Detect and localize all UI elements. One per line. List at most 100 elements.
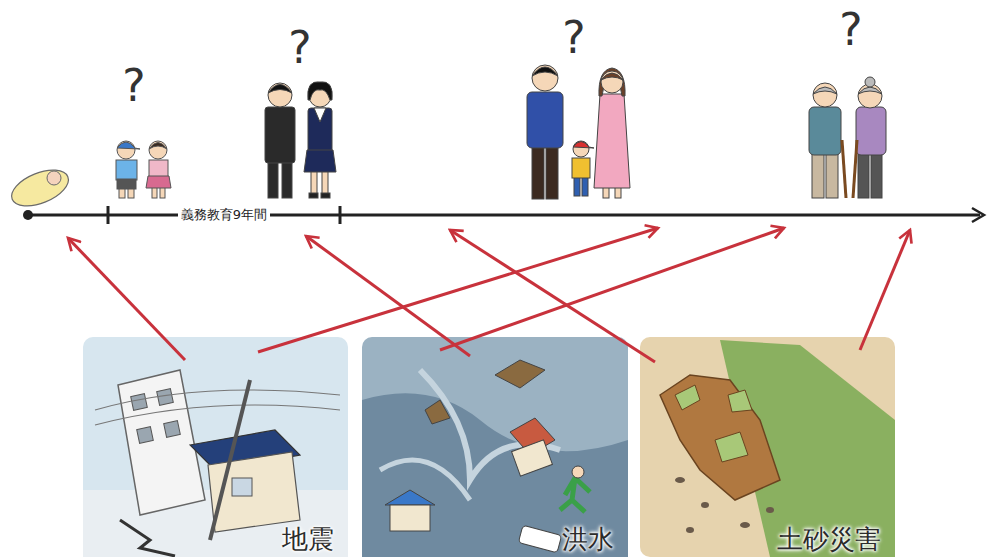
flood-picture-part [380, 460, 470, 500]
elderly-figures-part [871, 152, 882, 198]
timeline-part [972, 208, 984, 222]
student-figures-part [309, 193, 318, 198]
timeline-part [107, 206, 110, 224]
red-arrows-part [306, 236, 470, 356]
timeline-part [339, 206, 342, 224]
family-figures-part [572, 158, 590, 178]
landslide-picture-part [675, 385, 700, 410]
earthquake-picture-part [95, 405, 340, 425]
earthquake-picture-part [118, 370, 205, 515]
landslide-picture-part [728, 390, 752, 412]
earthquake-picture-part [232, 478, 252, 496]
family-figures-part [599, 68, 625, 96]
family-figures-part [574, 176, 580, 196]
children-figures-part [117, 179, 136, 189]
landslide-picture-part [675, 477, 774, 533]
flood-picture-part [390, 505, 430, 531]
landslide-picture-part-part [701, 502, 709, 508]
disaster-name: 地震 [282, 525, 334, 554]
student-figures-part [268, 83, 292, 107]
children-figures-part [146, 176, 171, 188]
landslide-panel: 土砂災害 [640, 337, 895, 557]
question-mark: ? [288, 24, 311, 72]
earthquake-panel: 地震 [83, 337, 348, 557]
elderly-figures-part [865, 77, 875, 87]
question-mark: ? [562, 14, 585, 62]
family-figures [527, 65, 630, 199]
landslide-picture-part [715, 432, 748, 462]
disaster-name: 土砂災害 [777, 525, 881, 554]
earthquake-picture-part [83, 337, 348, 557]
red-arrows-part [440, 228, 784, 350]
student-figures-part [311, 170, 317, 194]
baby-figure-part [7, 163, 74, 213]
earthquake-picture-part-part [137, 427, 154, 444]
baby-figure-part [47, 171, 61, 185]
family-figures-part [546, 145, 558, 199]
elderly-figures-part [858, 84, 882, 108]
earthquake-picture-part [120, 520, 175, 556]
baby-figure [7, 163, 74, 213]
children-figures-part [149, 141, 167, 159]
elderly-figures-part [809, 107, 841, 155]
landslide-picture-part-part [686, 527, 694, 533]
family-figures-part [601, 71, 623, 93]
elderly-figures-part [842, 140, 846, 198]
elderly-figures-part [813, 87, 837, 94]
student-figures-part [282, 160, 292, 198]
period-label: 義務教育9年間 [178, 208, 270, 222]
landslide-picture-part [660, 375, 780, 500]
earthquake-picture-part-part [131, 394, 148, 411]
student-figures-part [321, 193, 330, 198]
children-figures-part [116, 160, 137, 180]
earthquake-picture-part-part [157, 389, 174, 406]
student-figures-part [304, 150, 336, 172]
timeline-part [23, 210, 33, 220]
children-figures [116, 141, 171, 198]
elderly-figures-part [858, 87, 882, 94]
question-mark: ? [839, 6, 862, 54]
flood-picture-part [495, 360, 545, 388]
red-arrows-part [450, 230, 655, 362]
flood-picture-part [420, 370, 560, 480]
flood-picture-part [512, 440, 553, 476]
elderly-figures-part [812, 152, 824, 198]
family-figures-part [594, 94, 630, 188]
red-arrows-part [68, 238, 185, 360]
landslide-picture [640, 337, 895, 557]
disaster-name: 洪水 [562, 525, 614, 554]
earthquake-picture-part [210, 380, 250, 540]
flood-picture-part [572, 466, 584, 478]
family-figures-part [532, 65, 558, 91]
children-figures-part [149, 160, 168, 177]
family-figures-part [532, 67, 558, 76]
family-figures-part [601, 73, 623, 80]
children-figures-part [149, 143, 167, 150]
student-figures-part [308, 108, 332, 153]
landslide-picture-part-part [740, 522, 750, 528]
elderly-figures-part [853, 140, 857, 198]
landslide-picture-part-part [675, 477, 685, 483]
student-figures-part [322, 170, 328, 194]
family-figures-part [573, 142, 594, 149]
elderly-figures-part [826, 152, 838, 198]
flood-panel: 洪水 [362, 337, 628, 557]
student-figures-part [314, 108, 326, 122]
elderly-figures-part [813, 83, 837, 107]
student-figures-part [265, 107, 295, 163]
landslide-picture-part [640, 337, 895, 557]
family-figures-part [532, 145, 544, 199]
flood-picture [362, 337, 628, 557]
timeline-part [28, 214, 980, 217]
flood-picture-part [560, 478, 590, 512]
student-figures-part [268, 160, 278, 198]
flood-picture-part [362, 337, 628, 557]
elderly-figures-part [856, 107, 886, 155]
timeline [23, 206, 984, 224]
earthquake-picture-part-part [164, 421, 181, 438]
family-figures-part [527, 92, 563, 148]
red-arrows [68, 228, 910, 362]
children-figures-part [117, 142, 140, 149]
question-mark: ? [122, 62, 145, 110]
